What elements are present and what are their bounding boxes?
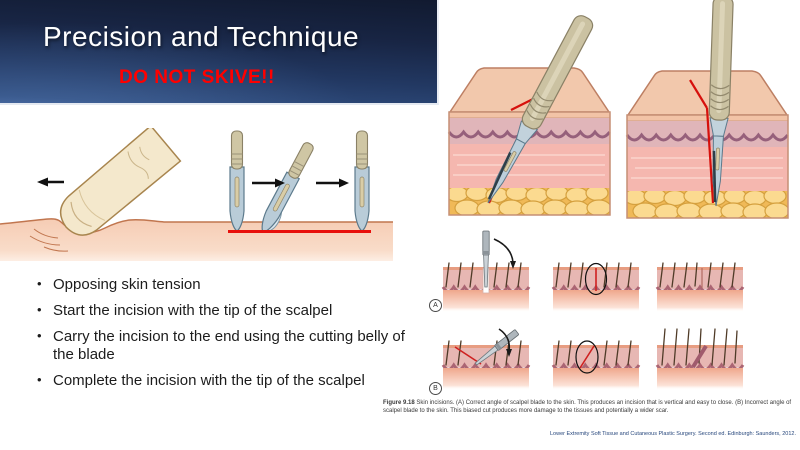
biased-cut bbox=[579, 345, 595, 369]
biased-cut bbox=[454, 346, 482, 365]
skin-block-vertical bbox=[625, 70, 789, 219]
mini-scalpel-angled bbox=[474, 329, 519, 366]
rotate-arrow-icon bbox=[498, 328, 511, 352]
bullet-item: Opposing skin tension bbox=[36, 276, 414, 294]
hairs bbox=[445, 262, 522, 288]
incision-angle-illustration bbox=[447, 0, 789, 219]
mini-scalpel-vertical bbox=[482, 230, 516, 294]
highlight-ellipse bbox=[575, 340, 599, 374]
rotate-arrow-icon bbox=[493, 238, 514, 264]
travel-arrow-icon-2 bbox=[316, 178, 349, 188]
panel-label-a: A bbox=[429, 299, 442, 312]
slide-title: Precision and Technique bbox=[43, 21, 360, 52]
hairs bbox=[555, 340, 632, 366]
bullet-text: Opposing skin tension bbox=[53, 276, 201, 293]
figure-caption: Figure 9.18 Skin incisions. (A) Correct … bbox=[383, 399, 797, 415]
vertical-incision bbox=[689, 79, 715, 204]
skin-block-angled bbox=[447, 67, 611, 216]
warning-subtitle: DO NOT SKIVE!! bbox=[119, 67, 275, 88]
scalpel-finish bbox=[354, 130, 370, 232]
skin-panel-a3 bbox=[655, 262, 745, 312]
highlight-ellipse bbox=[584, 262, 608, 296]
figure-caption-label: Figure 9.18 bbox=[383, 400, 415, 406]
skin-panel-a2 bbox=[551, 262, 641, 312]
correct-incision-sequence bbox=[441, 230, 745, 312]
bullet-text: Start the incision with the tip of the s… bbox=[53, 302, 333, 320]
bullet-item: Complete the incision with the tip of th… bbox=[36, 372, 414, 390]
incorrect-incision-sequence bbox=[441, 328, 745, 390]
skin-panel-a1 bbox=[441, 230, 531, 312]
tension-arrow-icon bbox=[37, 177, 64, 187]
skin-panel-b1 bbox=[441, 328, 531, 390]
scalpel-angled bbox=[487, 15, 594, 204]
skin-tension-illustration bbox=[0, 128, 393, 261]
panel-label-b: B bbox=[429, 382, 442, 395]
figure-caption-text: Skin incisions. (A) Correct angle of sca… bbox=[383, 400, 792, 415]
hairs bbox=[555, 262, 632, 288]
wide-scar bbox=[691, 344, 708, 369]
hairs bbox=[659, 262, 736, 288]
finger bbox=[59, 128, 182, 236]
bullet-item: Start the incision with the tip of the s… bbox=[36, 302, 414, 320]
title-bar: Precision and Technique DO NOT SKIVE!! bbox=[0, 0, 439, 105]
bullet-list: Opposing skin tension Start the incision… bbox=[36, 276, 414, 398]
hairs bbox=[445, 340, 522, 366]
bullet-item: Carry the incision to the end using the … bbox=[36, 328, 414, 363]
skin-panel-b2 bbox=[551, 340, 641, 390]
scalpel-start bbox=[229, 130, 245, 232]
bullet-text: Complete the incision with the tip of th… bbox=[53, 372, 365, 390]
bullet-text: Carry the incision to the end using the … bbox=[53, 328, 405, 364]
citation: Lower Extremity Soft Tissue and Cutaneou… bbox=[549, 431, 796, 437]
hairs bbox=[661, 328, 738, 366]
skin-panel-b3 bbox=[655, 328, 745, 390]
dermis-wave bbox=[625, 132, 789, 142]
travel-arrow-icon bbox=[252, 178, 285, 188]
scalpel-vertical bbox=[708, 0, 734, 207]
skin-band bbox=[0, 218, 393, 261]
